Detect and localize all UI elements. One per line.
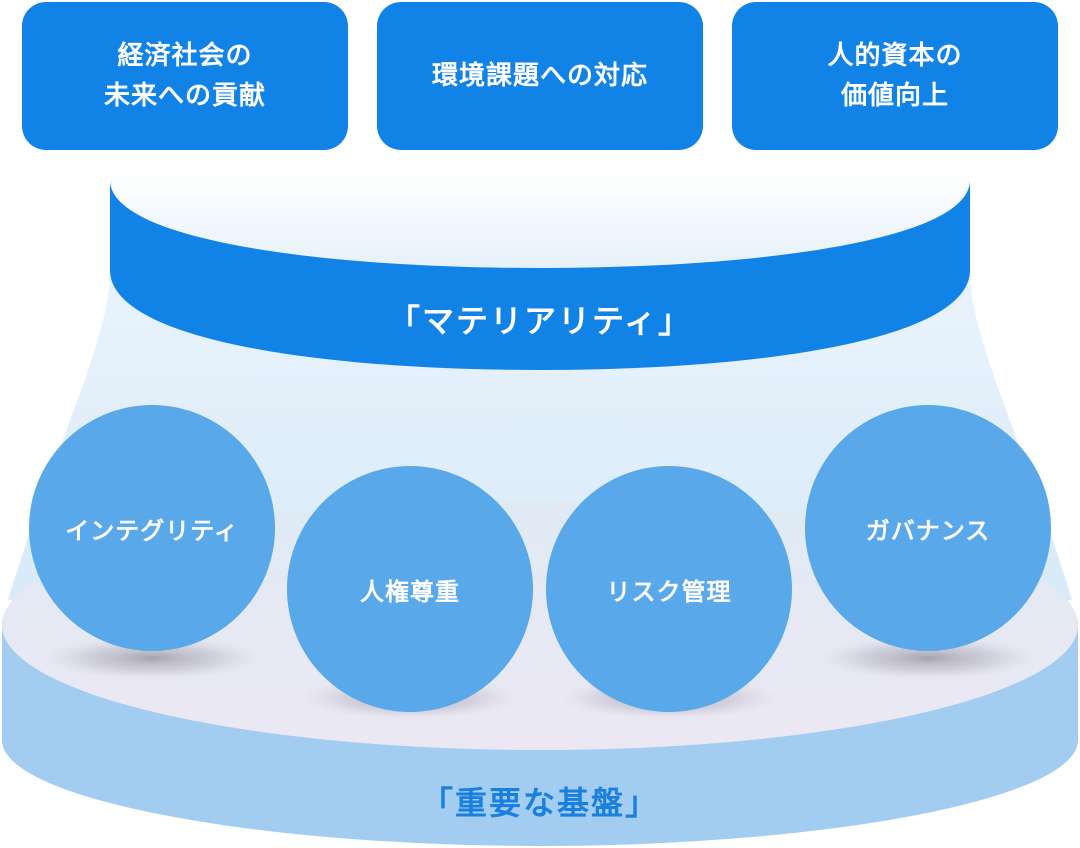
pillar-governance: ガバナンス: [805, 405, 1051, 651]
top-box-human-capital-label: 人的資本の 価値向上: [827, 41, 963, 111]
materiality-label: 「マテリアリティ」: [387, 302, 693, 340]
materiality-band-inner: [110, 172, 970, 268]
top-box-economy: 経済社会の 未来への貢献: [22, 2, 348, 150]
top-box-economy-label: 経済社会の 未来への貢献: [103, 41, 266, 111]
pillar-shadow: [40, 636, 264, 680]
pillar-human-rights-label: 人権尊重: [360, 577, 460, 606]
top-box-human-capital: 人的資本の 価値向上: [732, 2, 1058, 150]
pillar-risk-management-label: リスク管理: [606, 577, 732, 606]
pillar-integrity-label: インテグリティ: [65, 516, 239, 545]
foundation-label: 「重要な基盤」: [420, 784, 659, 822]
top-box-environment: 環境課題への対応: [377, 2, 703, 150]
pillar-shadow: [816, 636, 1040, 680]
pillar-governance-label: ガバナンス: [865, 516, 991, 545]
pillar-risk-management: リスク管理: [546, 466, 792, 712]
pillar-integrity: インテグリティ: [29, 405, 275, 651]
pillar-human-rights: 人権尊重: [287, 466, 533, 712]
top-box-environment-label: 環境課題への対応: [431, 61, 648, 91]
